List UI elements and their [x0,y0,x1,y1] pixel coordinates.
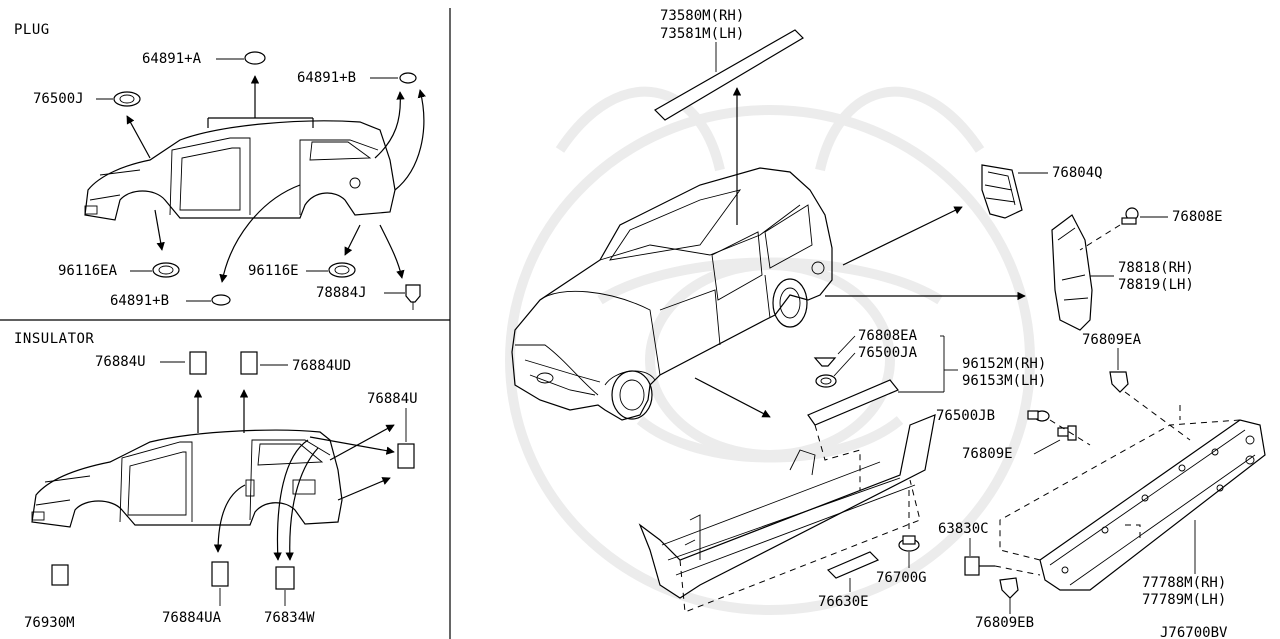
label-78818: 78818(RH) [1118,260,1194,276]
label-63830c: 63830C [938,521,989,537]
label-73581m: 73581M(LH) [660,26,744,42]
label-64891-b-top: 64891+B [297,70,356,86]
car-body-icon [84,117,396,221]
label-96152m: 96152M(RH) [962,356,1046,372]
label-78884j: 78884J [316,285,367,301]
plug-icon [211,294,231,306]
plug-icon [399,72,417,84]
sill-dash-box [679,479,921,613]
clip-icon [1027,410,1050,422]
panel-dividers [0,8,451,639]
label-76808ea: 76808EA [858,328,918,344]
label-76809e: 76809E [962,446,1013,462]
bolt-part [964,556,995,576]
label-96116e: 96116E [248,263,299,279]
insulator-pad-icon [397,443,415,469]
label-76834w: 76834W [264,610,315,626]
label-73580m: 73580M(RH) [660,8,744,24]
minivan-icon [511,167,833,421]
plug-icon [152,262,180,278]
pad-part [826,551,880,579]
side-sill-part [638,414,936,599]
label-76630e: 76630E [818,594,869,610]
label-96153m: 96153M(LH) [962,373,1046,389]
label-76884ud: 76884UD [292,358,351,374]
bracket-part [981,164,1023,219]
insulator-pad-icon [211,561,229,587]
label-76930m: 76930M [24,615,75,631]
roof-molding-part [654,29,804,121]
label-76500j: 76500J [33,91,84,107]
plug-icon [815,374,837,388]
label-78819: 78819(LH) [1118,277,1194,293]
wheelhouse-part [1051,214,1093,331]
plug-icon [813,357,837,367]
step-plate-part [807,379,899,426]
label-77788m: 77788M(RH) [1142,575,1226,591]
grommet-part [898,535,920,552]
label-76808e: 76808E [1172,209,1223,225]
label-64891-b-bottom: 64891+B [110,293,169,309]
insulator-arrows [193,389,395,561]
clip-icon [1121,207,1139,225]
plug-icon [113,91,141,107]
insulator-pad-icon [51,564,69,586]
label-76809eb: 76809EB [975,615,1034,631]
label-76700g: 76700G [876,570,927,586]
car-body-icon [31,429,343,528]
plug-icon [328,262,356,278]
plug-arrows [126,75,426,283]
clip-icon [999,577,1019,599]
label-64891-a: 64891+A [142,51,202,67]
label-76884u-right: 76884U [367,391,418,407]
diagram-code: J76700BV [1160,625,1228,639]
main-arrows [694,87,1026,418]
label-76809ea: 76809EA [1082,332,1142,348]
insulator-section-title: INSULATOR [14,331,94,347]
clip-icon [1109,371,1129,393]
plug-section-title: PLUG [14,22,50,38]
insulator-pad-icon [189,351,207,375]
label-76500ja: 76500JA [858,345,918,361]
insulator-pad-icon [240,351,258,375]
clip-icon [1057,425,1077,441]
plug-icon [244,51,266,65]
label-76884ua: 76884UA [162,610,222,626]
clip-icon [405,284,421,310]
label-76804q: 76804Q [1052,165,1103,181]
mudguard-part [1039,419,1266,591]
label-77789m: 77789M(LH) [1142,592,1226,608]
mudguard-dash-box [999,405,1241,561]
insulator-pad-icon [275,566,295,590]
label-96116ea: 96116EA [58,263,118,279]
label-76884u-left: 76884U [95,354,146,370]
label-76500jb: 76500JB [936,408,995,424]
